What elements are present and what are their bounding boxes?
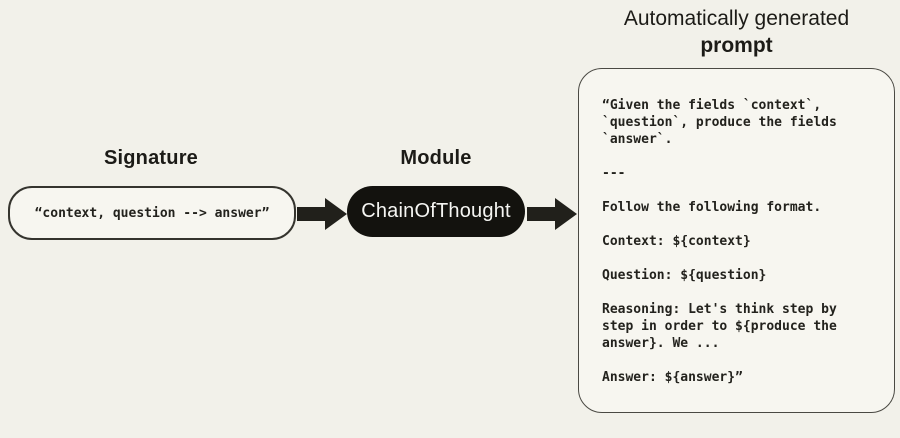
module-pill: ChainOfThought (347, 186, 525, 237)
arrow-right-icon (527, 198, 577, 230)
generated-prompt-heading-line1: Automatically generated (623, 7, 850, 30)
generated-prompt-text: “Given the fields `context`, `question`,… (602, 98, 837, 385)
module-heading: Module (400, 147, 472, 169)
signature-heading: Signature (103, 147, 199, 169)
generated-prompt-heading: Automatically generated prompt (578, 5, 895, 59)
module-name: ChainOfThought (361, 200, 511, 222)
generated-prompt-heading-line2: prompt (700, 34, 773, 57)
generated-prompt-box: “Given the fields `context`, `question`,… (578, 68, 895, 413)
signature-box: “context, question --> answer” (8, 186, 296, 240)
signature-value: “context, question --> answer” (34, 205, 270, 221)
arrow-right-icon (297, 198, 347, 230)
